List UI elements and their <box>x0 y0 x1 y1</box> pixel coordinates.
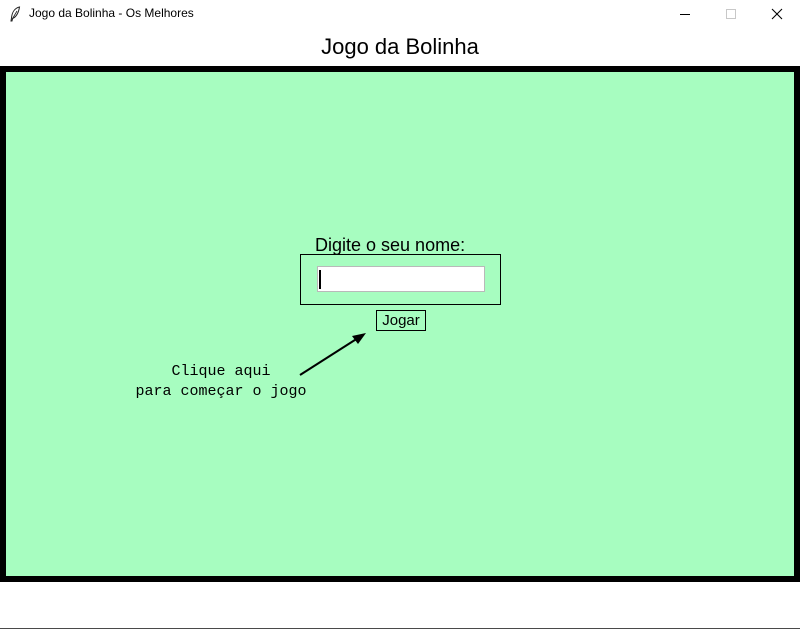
name-input[interactable] <box>317 266 485 292</box>
maximize-icon <box>726 9 736 19</box>
hint-text: Clique aqui para começar o jogo <box>116 362 326 402</box>
page-title: Jogo da Bolinha <box>321 34 479 59</box>
game-area: Digite o seu nome: Jogar Clique aqui par… <box>0 66 800 582</box>
window-titlebar[interactable]: Jogo da Bolinha - Os Melhores <box>0 0 800 28</box>
name-prompt-label: Digite o seu nome: <box>315 235 466 255</box>
play-button[interactable]: Jogar <box>376 310 426 331</box>
close-button[interactable] <box>754 0 800 28</box>
hint-line-2: para começar o jogo <box>135 383 307 400</box>
feather-icon <box>10 6 21 22</box>
window-title: Jogo da Bolinha - Os Melhores <box>29 6 194 20</box>
hint-line-1: Clique aqui <box>171 363 271 380</box>
name-input-frame <box>300 254 501 305</box>
minimize-icon <box>680 14 690 15</box>
maximize-button[interactable] <box>708 0 754 28</box>
text-caret <box>319 270 321 289</box>
bottom-divider <box>0 628 800 629</box>
close-icon <box>771 8 783 20</box>
minimize-button[interactable] <box>662 0 708 28</box>
